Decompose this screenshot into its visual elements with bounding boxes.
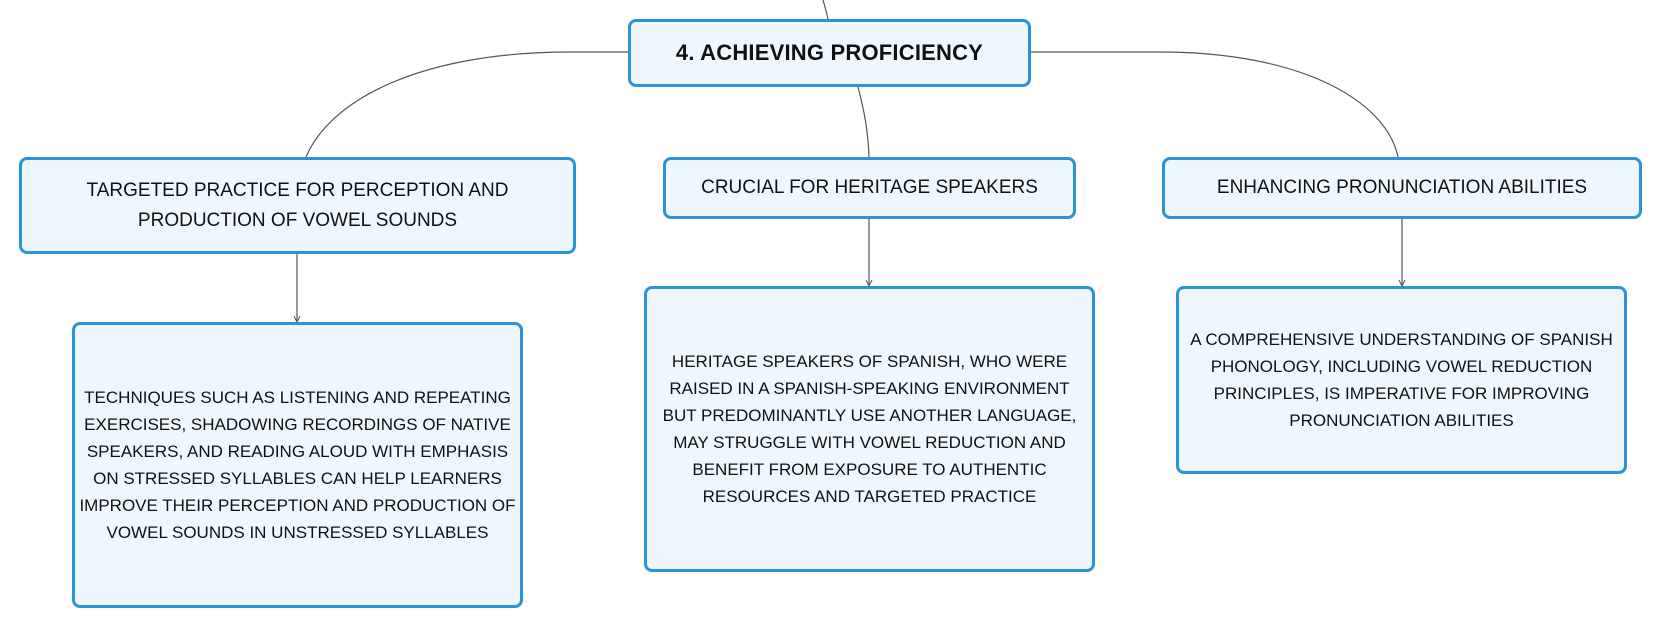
connector-root-to-branch-1 — [305, 51, 628, 158]
root-topic-title: 4. ACHIEVING PROFICIENCY — [675, 40, 984, 65]
parent-connector — [822, 0, 829, 20]
branch-node-heritage-speakers[interactable]: CRUCIAL FOR HERITAGE SPEAKERS — [663, 157, 1076, 219]
branch-label: ENHANCING PRONUNCIATION ABILITIES — [1216, 177, 1588, 198]
root-topic-node[interactable]: 4. ACHIEVING PROFICIENCY — [628, 19, 1031, 87]
detail-node-targeted-practice[interactable]: TECHNIQUES SUCH AS LISTENING AND REPEATI… — [72, 322, 523, 608]
detail-text: A COMPREHENSIVE UNDERSTANDING OF SPANISH… — [1190, 330, 1613, 430]
connector-root-to-branch-3 — [1031, 51, 1399, 158]
detail-node-pronunciation-abilities[interactable]: A COMPREHENSIVE UNDERSTANDING OF SPANISH… — [1176, 286, 1627, 474]
branch-node-targeted-practice[interactable]: TARGETED PRACTICE FOR PERCEPTION AND PRO… — [19, 157, 576, 254]
detail-node-heritage-speakers[interactable]: HERITAGE SPEAKERS OF SPANISH, WHO WERE R… — [644, 286, 1095, 572]
detail-text: HERITAGE SPEAKERS OF SPANISH, WHO WERE R… — [662, 352, 1077, 506]
detail-text: TECHNIQUES SUCH AS LISTENING AND REPEATI… — [79, 388, 516, 542]
branch-label: CRUCIAL FOR HERITAGE SPEAKERS — [701, 177, 1038, 198]
branch-node-pronunciation-abilities[interactable]: ENHANCING PRONUNCIATION ABILITIES — [1162, 157, 1642, 219]
branch-label: TARGETED PRACTICE FOR PERCEPTION AND PRO… — [86, 179, 509, 231]
connector-root-to-branch-2 — [857, 86, 870, 158]
